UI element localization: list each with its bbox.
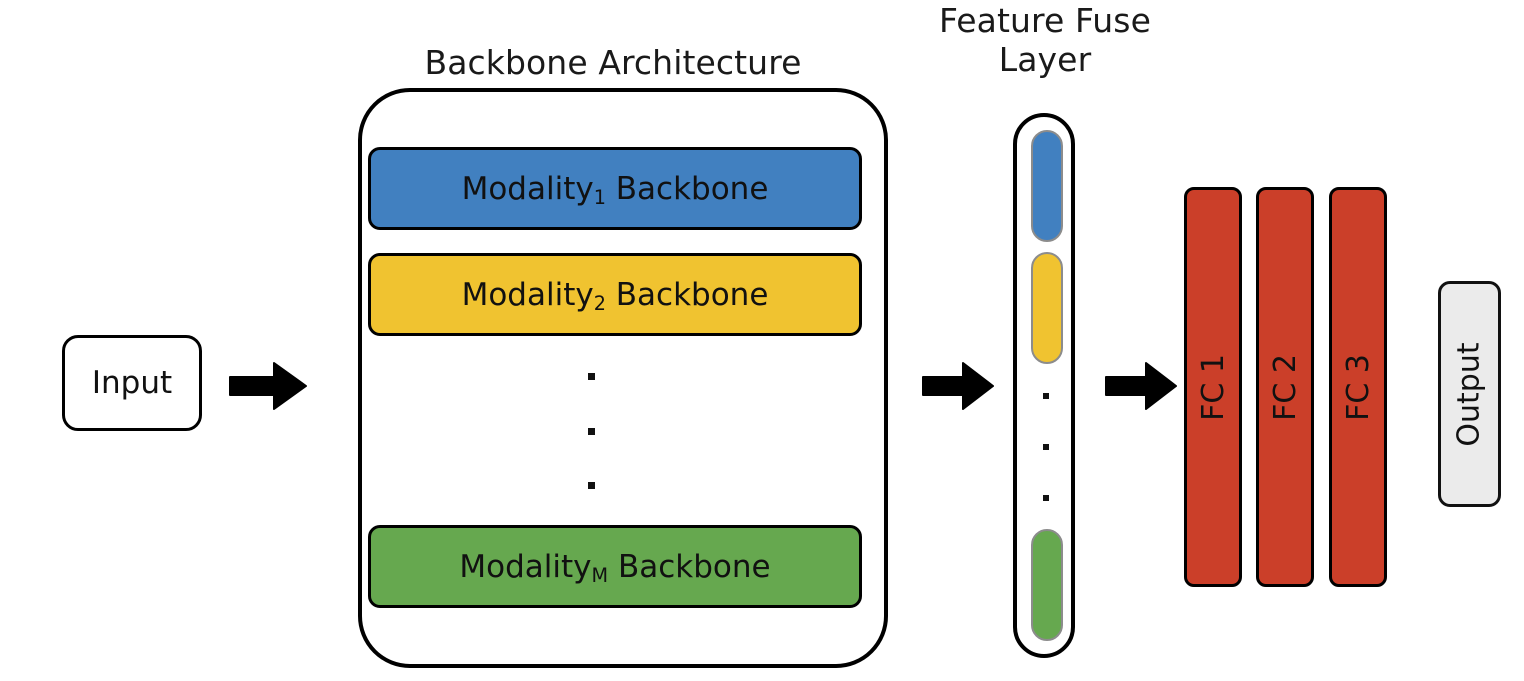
ellipsis-dot: [1043, 393, 1049, 399]
arrow-right-icon: [1105, 362, 1177, 410]
output-label: Output: [1452, 341, 1487, 447]
modality-2-backbone-box: Modality2 Backbone: [368, 253, 862, 336]
ellipsis-dot: [1043, 495, 1049, 501]
fc-layer-1-box: FC 1: [1184, 187, 1242, 587]
input-label: Input: [91, 365, 173, 401]
ellipsis-dot: [587, 427, 595, 435]
fuse-segment-1: [1031, 130, 1063, 242]
modality-1-label: Modality1 Backbone: [461, 170, 769, 210]
arrow-fuse-to-fc: [1104, 360, 1178, 412]
backbone-title: Backbone Architecture: [424, 43, 802, 82]
output-box: Output: [1438, 281, 1501, 507]
arrow-input-to-backbone: [228, 360, 308, 412]
arrow-backbone-to-fuse: [921, 360, 995, 412]
modality-2-label: Modality2 Backbone: [461, 276, 769, 316]
fc-layer-2-box: FC 2: [1256, 187, 1314, 587]
feature-fuse-title: Feature Fuse Layer: [939, 1, 1151, 79]
fuse-segment-2: [1031, 252, 1063, 364]
input-box: Input: [62, 335, 202, 431]
ellipsis-dot: [587, 482, 595, 489]
modality-1-backbone-box: Modality1 Backbone: [368, 147, 862, 230]
feature-fuse-layer-tube: [1013, 113, 1075, 658]
fuse-segment-3: [1031, 529, 1063, 641]
fc-layer-3-box: FC 3: [1329, 187, 1387, 587]
fc-layer-3-label: FC 3: [1340, 353, 1376, 421]
backbone-ellipsis: [586, 373, 596, 489]
modality-m-label: ModalityM Backbone: [459, 548, 771, 588]
ellipsis-dot: [587, 373, 595, 380]
arrow-right-icon: [922, 362, 994, 410]
ellipsis-dot: [1043, 444, 1049, 450]
modality-m-backbone-box: ModalityM Backbone: [368, 525, 862, 608]
fuse-ellipsis: [1041, 393, 1051, 501]
fc-layer-1-label: FC 1: [1195, 353, 1231, 421]
arrow-right-icon: [229, 362, 307, 410]
fc-layer-2-label: FC 2: [1267, 353, 1303, 421]
